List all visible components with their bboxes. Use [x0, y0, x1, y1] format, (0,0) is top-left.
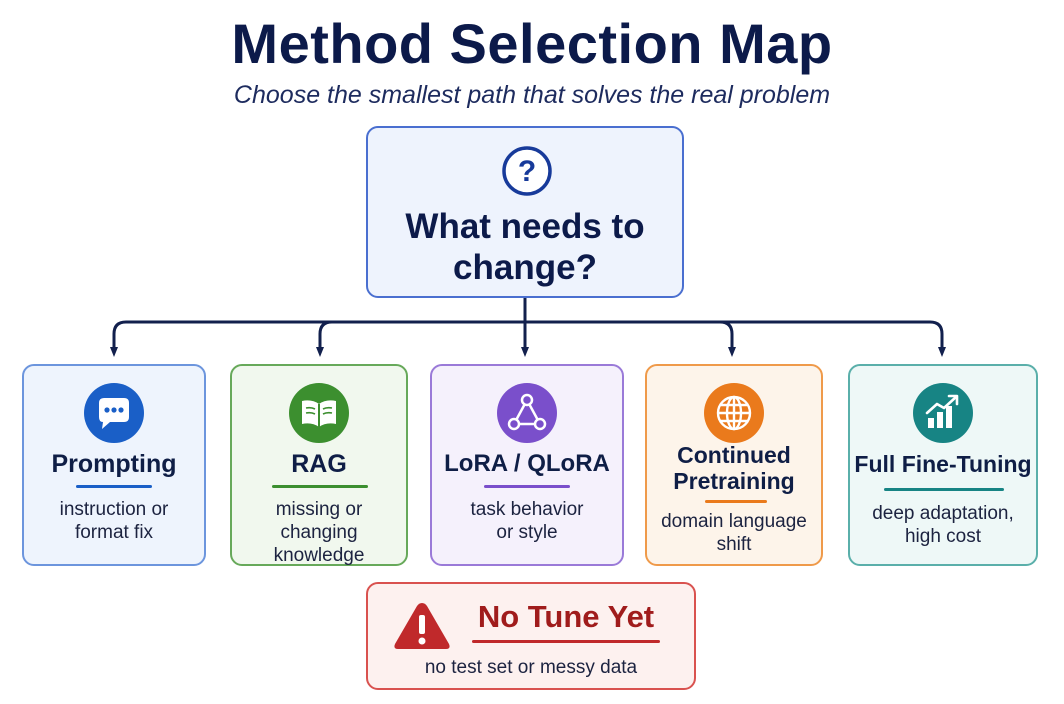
option-desc-rag: missing or changing knowledge: [273, 499, 365, 566]
page-title: Method Selection Map: [231, 12, 833, 75]
option-desc-continued-pretraining: domain language shift: [661, 511, 807, 555]
no-tune-yet-desc: no test set or messy data: [424, 657, 638, 678]
book-icon: [289, 383, 349, 443]
option-rule-full-fine-tuning: [884, 488, 1004, 491]
option-card-lora: LoRA / QLoRA task behavior or style: [430, 364, 624, 566]
connector-rag: [316, 320, 527, 357]
connector-prompting: [110, 320, 527, 357]
option-rule-continued-pretraining: [705, 500, 767, 503]
option-rule-prompting: [76, 485, 152, 488]
warning-icon: [394, 603, 450, 649]
option-title-rag: RAG: [291, 450, 347, 478]
connector-full-fine-tuning: [523, 320, 946, 357]
chat-bubble-icon: [84, 383, 144, 443]
option-rule-rag: [272, 485, 368, 488]
question-icon: ?: [502, 146, 552, 196]
option-card-continued-pretraining: Continued Pretraining domain language sh…: [645, 364, 823, 566]
option-desc-lora: task behavior or style: [470, 499, 584, 543]
svg-text:?: ?: [518, 155, 536, 188]
no-tune-yet-box: No Tune Yet no test set or messy data: [366, 582, 696, 690]
no-tune-yet-title: No Tune Yet: [477, 599, 655, 634]
page-subtitle: Choose the smallest path that solves the…: [233, 81, 831, 109]
option-desc-full-fine-tuning: deep adaptation, high cost: [872, 503, 1014, 547]
connector-continued-pretraining: [523, 320, 736, 357]
option-desc-prompting: instruction or format fix: [59, 499, 169, 543]
option-title-continued-pretraining: Continued Pretraining: [673, 442, 795, 494]
option-rule-lora: [484, 485, 570, 488]
option-card-prompting: Prompting instruction or format fix: [22, 364, 206, 566]
globe-icon: [704, 383, 764, 443]
root-question-title: What needs to change?: [405, 207, 645, 287]
root-question-box: ? What needs to change?: [366, 126, 684, 298]
option-title-prompting: Prompting: [51, 450, 177, 478]
option-title-lora: LoRA / QLoRA: [444, 450, 610, 477]
option-card-rag: RAG missing or changing knowledge: [230, 364, 408, 566]
option-card-full-fine-tuning: Full Fine-Tuning deep adaptation, high c…: [848, 364, 1038, 566]
network-icon: [497, 383, 557, 443]
no-tune-yet-rule: [472, 640, 660, 643]
bar-chart-icon: [913, 383, 973, 443]
option-title-full-fine-tuning: Full Fine-Tuning: [854, 451, 1032, 477]
